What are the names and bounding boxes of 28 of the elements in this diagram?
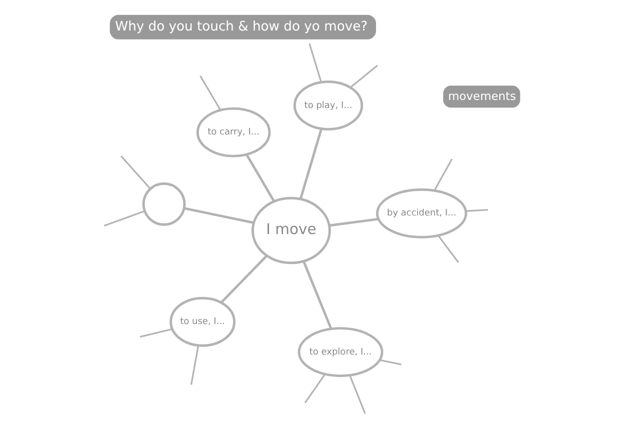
connector — [348, 375, 366, 414]
connector — [304, 374, 326, 404]
connector — [433, 158, 452, 191]
node-ellipse: to explore, I... — [297, 327, 383, 378]
connector — [308, 43, 322, 82]
connector — [328, 218, 378, 227]
connector — [220, 254, 268, 304]
node-ellipse: by accident, I... — [376, 188, 467, 238]
node-ellipse: I move — [250, 196, 330, 264]
connector — [103, 210, 144, 226]
connector — [120, 155, 150, 190]
connector — [378, 359, 401, 366]
node-ellipse: to use, I... — [169, 296, 236, 347]
node-ellipse: to play, I... — [292, 80, 363, 130]
connector — [190, 345, 199, 385]
connector — [466, 209, 488, 212]
node-ellipse: to carry, I... — [196, 107, 270, 158]
connector — [245, 154, 275, 202]
connector — [199, 76, 221, 111]
connector — [298, 128, 322, 200]
label: movements — [448, 89, 516, 104]
node-circle — [142, 182, 186, 226]
connector — [184, 207, 254, 224]
connector — [139, 328, 172, 338]
diagram-title: Why do you touch & how do yo move? — [114, 19, 368, 34]
connector — [302, 260, 332, 330]
connector — [349, 64, 378, 88]
connector — [437, 234, 459, 263]
